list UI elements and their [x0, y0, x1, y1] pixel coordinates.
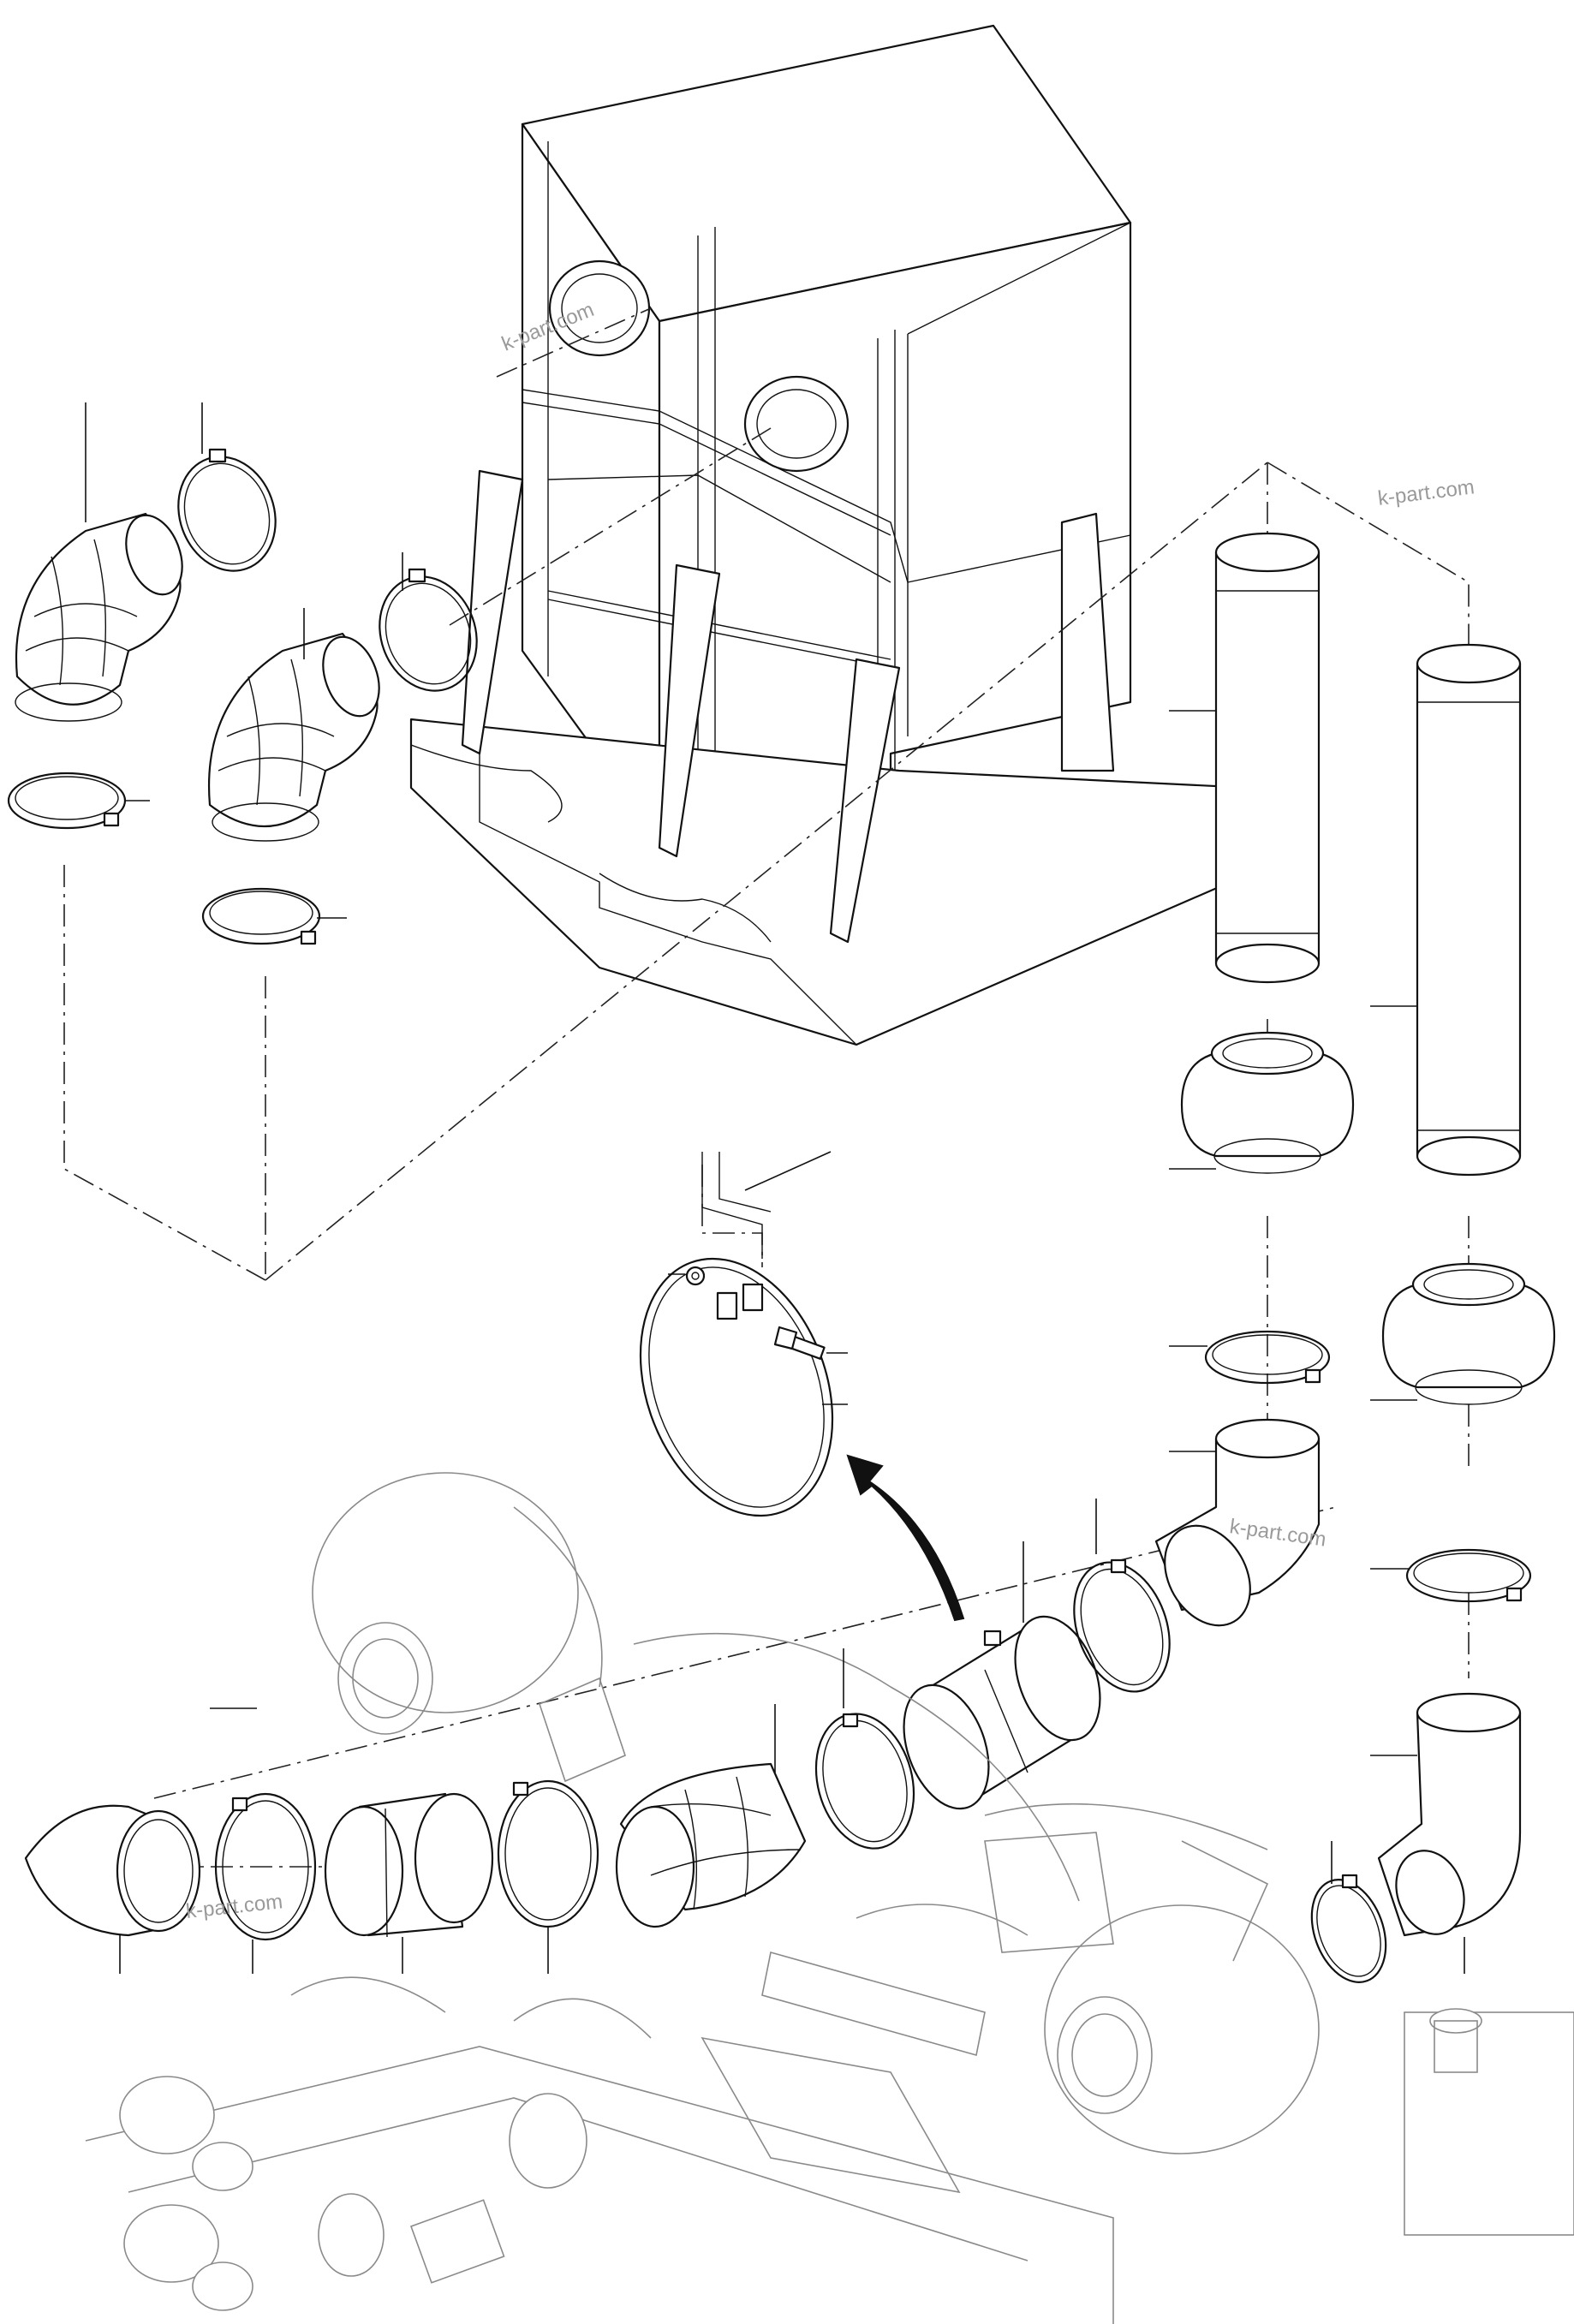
elbow-right-lower — [1377, 1692, 1522, 1937]
aftercooler-housing — [409, 24, 1252, 1046]
bellows-right — [1381, 1262, 1556, 1405]
straight-tube-right — [1416, 643, 1522, 1177]
watermark-text: k-part.com — [185, 1890, 284, 1923]
clamp-right-lower — [1310, 1874, 1387, 1983]
elbow-hose-center — [208, 632, 380, 842]
support-strap-clamp — [639, 1152, 834, 1517]
watermark-text: k-part.com — [1376, 475, 1476, 510]
clamp-right-mid — [1204, 1330, 1532, 1603]
detail-arrow — [846, 1454, 965, 1622]
straight-tube-left — [1214, 532, 1321, 984]
callout-leaders — [85, 402, 1465, 1974]
lower-hose-chain — [24, 1558, 1171, 1941]
elbow-hose-left — [15, 512, 183, 722]
engine-ghost — [85, 1472, 1574, 2324]
bellows-left — [1180, 1031, 1355, 1174]
elbow-right-upper — [1154, 1418, 1321, 1627]
